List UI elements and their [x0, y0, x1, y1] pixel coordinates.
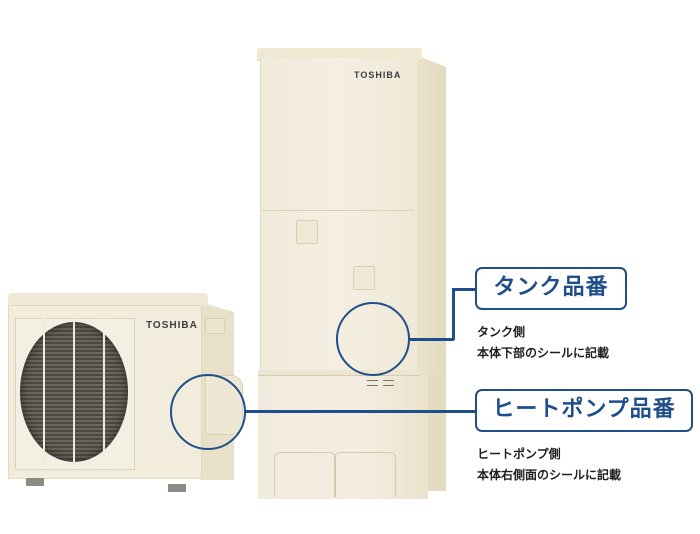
tank-base	[258, 375, 428, 499]
heat-pump-grille-bars	[15, 318, 133, 468]
tank-label-note-line: タンク側	[477, 325, 526, 339]
tank-label-highlight-ring	[336, 302, 410, 376]
tank-callout-line	[452, 288, 478, 291]
heat-pump-foot	[26, 478, 44, 486]
tank-side-panel	[416, 55, 446, 375]
tank-vent	[383, 380, 394, 386]
tank-base-side	[428, 375, 446, 491]
heat-pump-brand-logo: TOSHIBA	[146, 320, 198, 331]
tank-vent	[367, 380, 378, 386]
tank-base-panel	[274, 452, 336, 497]
heat-pump-model-number-tag: ヒートポンプ品番	[475, 389, 693, 432]
tank-lower-trim	[258, 370, 420, 376]
heat-pump-callout-line	[244, 410, 477, 413]
tank-service-hatch	[353, 266, 375, 290]
tank-label-note-line: 本体下部のシールに記載	[477, 346, 610, 360]
tank-brand-logo: TOSHIBA	[354, 70, 402, 80]
heat-pump-top	[8, 293, 208, 305]
heat-pump-label-highlight-ring	[170, 374, 246, 450]
heat-pump-label-note-line: ヒートポンプ側	[477, 447, 561, 461]
tank-callout-line	[409, 338, 454, 341]
heat-pump-foot	[168, 484, 186, 492]
tank-panel-seam	[262, 210, 414, 211]
tank-base-panel	[334, 452, 396, 497]
tank-model-number-tag: タンク品番	[475, 267, 627, 310]
tank-callout-line	[452, 288, 455, 340]
tank-label-note: タンク側 本体下部のシールに記載	[477, 322, 609, 364]
heat-pump-label-note: ヒートポンプ側 本体右側面のシールに記載	[477, 444, 621, 486]
heat-pump-label-note-line: 本体右側面のシールに記載	[477, 468, 622, 482]
heat-pump-valve-tab	[205, 318, 225, 334]
tank-service-hatch	[296, 220, 318, 244]
